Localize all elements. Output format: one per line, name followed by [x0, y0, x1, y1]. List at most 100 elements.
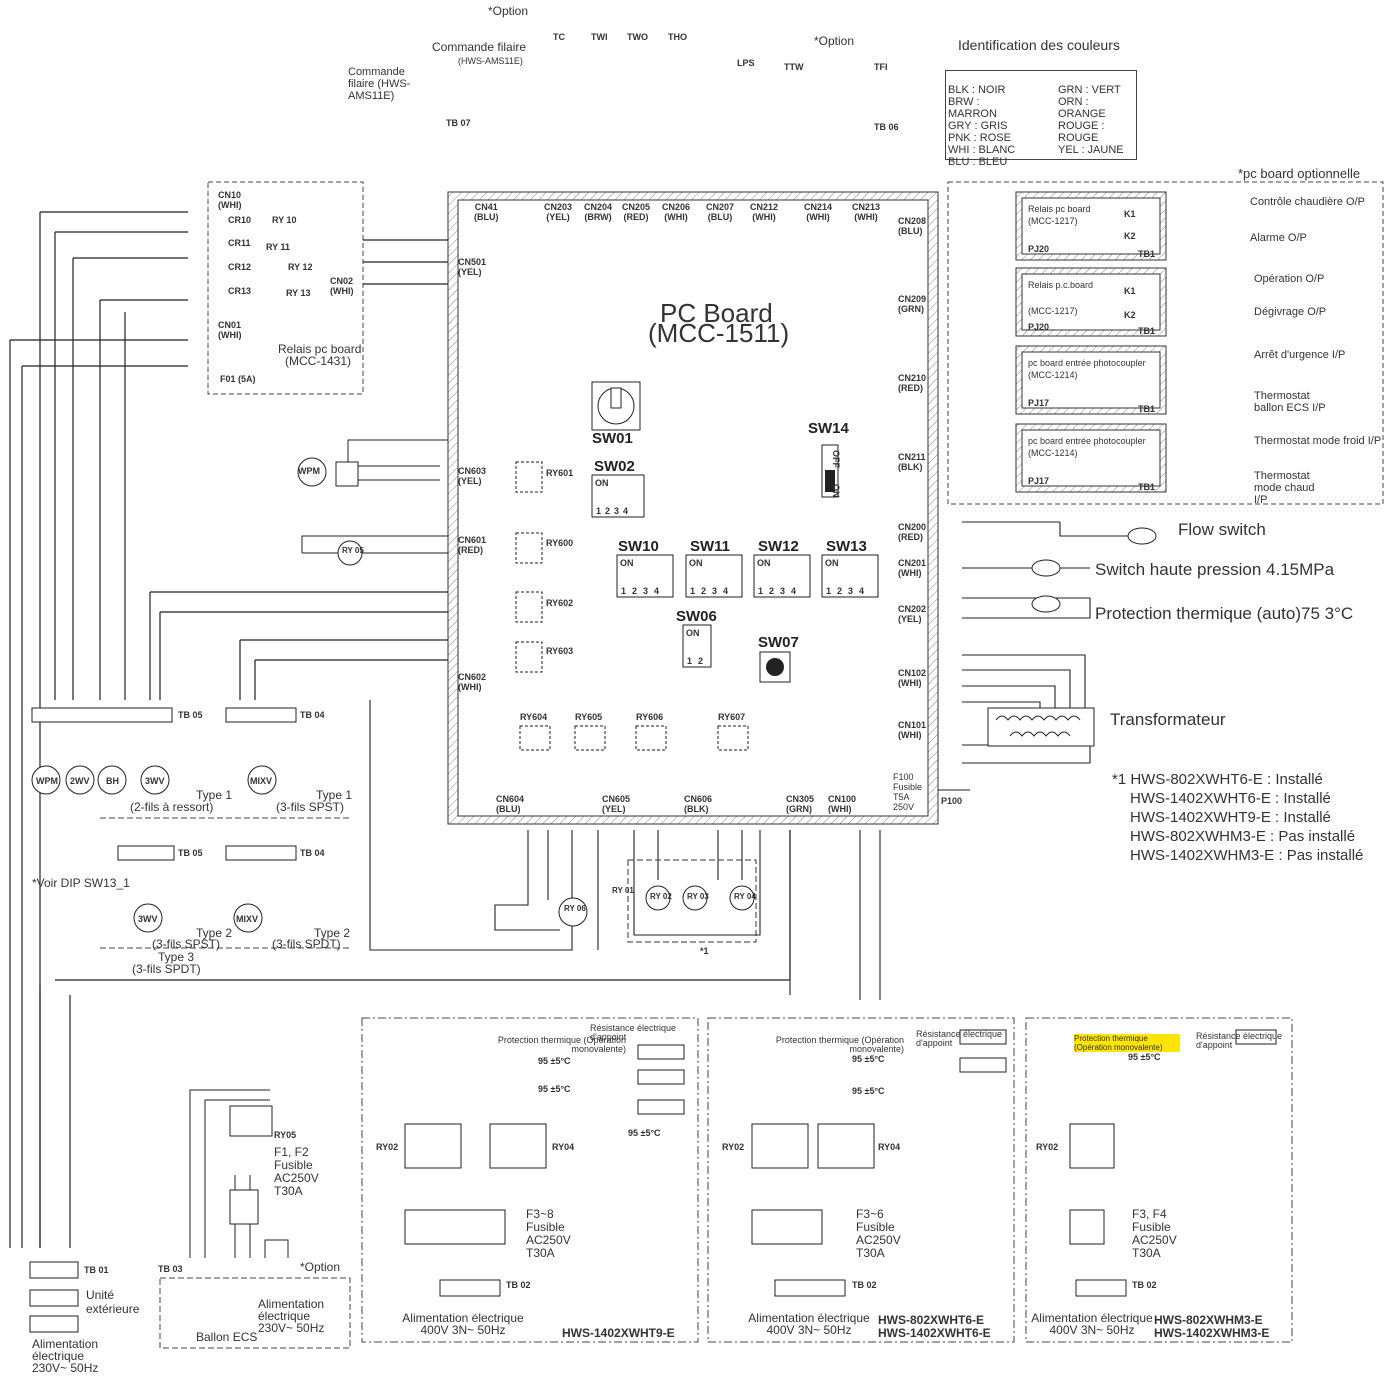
- star1-label: *1: [700, 946, 709, 956]
- panel2-fuses: F3~6 Fusible AC250V T30A: [856, 1207, 901, 1260]
- sw12-on: ON: [757, 558, 771, 568]
- main-board-inner: [457, 199, 929, 817]
- optional-boards-header: *pc board optionnelle: [1238, 166, 1361, 181]
- opt1-title: Relais pc board: [1028, 204, 1091, 214]
- main-board-model: (MCC-1511): [648, 318, 790, 348]
- panel-1402t9-frame: [361, 1017, 699, 1343]
- panel2-supply: Alimentation électrique 400V 3N~ 50Hz: [748, 1311, 870, 1337]
- flow-switch-symbol: [1127, 527, 1157, 545]
- transformer: [987, 707, 1095, 747]
- type2b-sub: (3-fils SPDT): [272, 937, 341, 951]
- switch-sw02[interactable]: SW02: [594, 458, 635, 475]
- conn-cn101: CN101(WHI): [898, 720, 927, 740]
- switch-sw12[interactable]: SW12: [758, 538, 799, 555]
- conn-cn41: CN41(BLU): [474, 202, 499, 222]
- models-note: *1 HWS-802XWHT6-E : Installé HWS-1402XWH…: [1112, 771, 1364, 864]
- sw06-on: ON: [686, 628, 700, 638]
- ry05-label: RY 05: [342, 546, 364, 555]
- optional-board-2: [1015, 267, 1167, 337]
- panel3-fuses: F3, F4 Fusible AC250V T30A: [1132, 1207, 1177, 1260]
- relay-cr11: CR11: [228, 238, 251, 248]
- opt3-pj: PJ17: [1028, 398, 1050, 408]
- optional-board-4: [1015, 423, 1167, 493]
- type1a-sub: (2-fils à ressort): [130, 800, 214, 814]
- tb05-top: [31, 707, 297, 861]
- panel1-fuses: F3~8 Fusible AC250V T30A: [526, 1207, 571, 1260]
- opt3-out1: Arrêt d'urgence I/P: [1254, 349, 1346, 361]
- opt2-tb1: TB1: [1138, 326, 1156, 336]
- main-board-title: PC Board: [660, 298, 773, 328]
- switch-sw01[interactable]: SW01: [592, 430, 633, 447]
- relay-ry602: RY602: [546, 598, 574, 608]
- wpm-label: WPM: [298, 466, 320, 476]
- sensor-ttw: TTW: [784, 62, 804, 72]
- f1f2-fuses: [229, 1189, 259, 1225]
- sw10-numbers: 1234: [621, 586, 666, 596]
- outdoor-unit-label: Unité extérieure: [86, 1288, 140, 1316]
- sw14-on: ON: [831, 484, 841, 498]
- opt4-out1: Thermostat mode froid I/P: [1254, 435, 1382, 447]
- board-relays: [515, 461, 749, 751]
- conn-cn102: CN102(WHI): [898, 668, 927, 688]
- legend-brw: BRW :: [948, 96, 980, 108]
- tb04-label-2: TB 04: [300, 848, 325, 858]
- conn-cn208: CN208(BLU): [898, 216, 927, 236]
- color-legend-box: BLK : NOIR BRW : MARRON GRY : GRIS PNK :…: [945, 70, 1137, 168]
- ballon-label: Ballon ECS: [196, 1330, 258, 1344]
- panel2-model: HWS-802XWHT6-E HWS-1402XWHT6-E: [878, 1313, 991, 1340]
- tb06-label: TB 06: [874, 122, 899, 132]
- switch-sw07[interactable]: SW07: [758, 634, 799, 651]
- conn-cn604: CN604(BLU): [496, 794, 525, 814]
- thermal-switch-symbol: [1031, 595, 1061, 613]
- tb01: [29, 1261, 79, 1333]
- wpm-motor: [297, 439, 448, 487]
- legend-marron: MARRON: [948, 108, 997, 120]
- optional-board-3: [1015, 345, 1167, 415]
- relay-ry12: RY 12: [288, 262, 313, 272]
- ry05-bottom-label: RY05: [274, 1130, 297, 1140]
- hp-switch-label: Switch haute pression 4.15MPa: [1095, 560, 1335, 579]
- switch-sw06[interactable]: SW06: [676, 608, 717, 625]
- ry02-ry04-cluster: [627, 859, 757, 943]
- remote-control-1-title: Commande filaire: [432, 40, 527, 54]
- panel1-tb02: TB 02: [506, 1280, 531, 1290]
- opt3-title: pc board entrée photocoupler: [1028, 358, 1146, 368]
- tb03-option-label: *Option: [300, 1260, 341, 1274]
- color-legend-title: Identification des couleurs: [958, 37, 1120, 53]
- switch-sw10[interactable]: SW10: [618, 538, 659, 555]
- relay-ry10: RY 10: [272, 215, 297, 225]
- option-label-2: *Option: [814, 34, 855, 48]
- legend-rouge-2: ROUGE: [1058, 132, 1099, 144]
- opt2-pj: PJ20: [1028, 322, 1050, 332]
- sensor-tc: TC: [553, 32, 565, 42]
- relay-ry605: RY605: [575, 712, 603, 722]
- tb01-label: TB 01: [84, 1265, 109, 1275]
- opt1-out1: Contrôle chaudière O/P: [1250, 196, 1365, 208]
- remote-control-1-model: (HWS-AMS11E): [458, 56, 523, 66]
- tb05-label-2: TB 05: [178, 848, 203, 858]
- relay-ry603: RY603: [546, 646, 574, 656]
- switch-sw11[interactable]: SW11: [690, 538, 731, 555]
- panel2-res-1: Résistance électrique d'appoint: [916, 1029, 1003, 1048]
- conn-cn605: CN605(YEL): [602, 794, 631, 814]
- left-motors: [31, 765, 277, 933]
- switch-sw14[interactable]: SW14: [808, 420, 849, 437]
- opt1-tb1: TB1: [1138, 249, 1156, 259]
- conn-cn209: CN209(GRN): [898, 294, 927, 314]
- sw11-on: ON: [689, 558, 703, 568]
- panel3-thermal-highlighted: Protection thermique (Opération monovale…: [1074, 1034, 1180, 1052]
- tb05-label-1: TB 05: [178, 710, 203, 720]
- motor-bh: BH: [106, 776, 119, 786]
- sw11-numbers: 1234: [690, 586, 735, 596]
- relay-cn02: CN02(WHI): [330, 276, 354, 296]
- opt4-tb1: TB1: [1138, 482, 1156, 492]
- switch-sw13[interactable]: SW13: [826, 538, 867, 555]
- panel-internals: [404, 1029, 1277, 1297]
- sw01-rotary: [591, 381, 641, 431]
- sw14-slide: [821, 444, 839, 498]
- type1b: Type 1: [316, 788, 353, 802]
- conn-cn213: CN213(WHI): [852, 202, 881, 222]
- panel2-ry04: RY04: [878, 1142, 901, 1152]
- panel1-supply: Alimentation électrique 400V 3N~ 50Hz: [402, 1311, 524, 1337]
- conn-cn606: CN606(BLK): [684, 794, 713, 814]
